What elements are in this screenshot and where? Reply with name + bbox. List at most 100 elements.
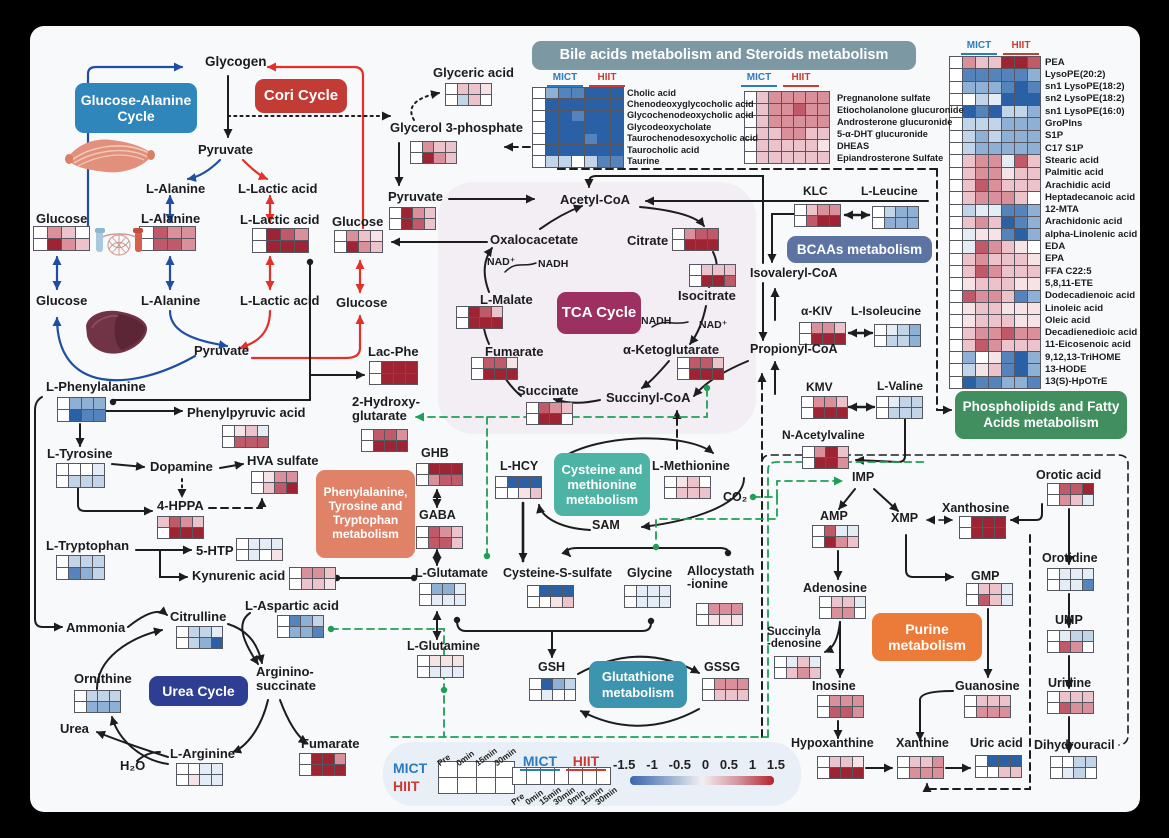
heatmap-cell — [690, 276, 702, 287]
heatmap-cell — [1015, 266, 1028, 279]
heatmap-cell — [988, 707, 1000, 718]
label-allocystathionine: Allocystath -ionine — [687, 564, 755, 592]
heatmap-cell — [1028, 204, 1041, 217]
heatmap-cell — [818, 757, 830, 768]
heatmap-cell — [429, 656, 441, 667]
label-l-isoleucine: L-Isoleucine — [851, 304, 922, 318]
label-l-leucine: L-Leucine — [861, 184, 918, 198]
heatmap-cell — [826, 447, 838, 458]
heatmap-cell — [457, 84, 469, 95]
heatmap-cell — [530, 477, 542, 488]
heatmap-cell — [1015, 216, 1028, 230]
heatmap-cell — [585, 99, 598, 111]
heatmap-cell — [452, 667, 464, 678]
heatmap-cell — [1071, 642, 1083, 653]
label-gaba: GABA — [419, 508, 456, 522]
heatmap-gmp — [966, 583, 1013, 606]
heatmap-cell — [1015, 143, 1028, 156]
heatmap-cell — [559, 144, 572, 157]
panel-row-label-phospholipids-fatty-acids: Linoleic acid — [1045, 302, 1104, 314]
heatmap-cell — [611, 88, 624, 100]
heatmap-cell — [843, 597, 855, 608]
heatmap-cell — [726, 690, 738, 701]
legend-cell — [477, 778, 496, 794]
heatmap-cell — [177, 764, 189, 775]
heatmap-cell — [1048, 703, 1060, 714]
heatmap-cell — [818, 92, 831, 104]
heatmap-cell — [852, 768, 864, 779]
heatmap-cell — [1048, 484, 1060, 495]
heatmap-cell — [1015, 302, 1028, 316]
heatmap-cell — [847, 537, 859, 548]
heatmap-cell — [1015, 69, 1028, 82]
heatmap-citrate — [672, 228, 719, 251]
heatmap-cell — [659, 586, 671, 597]
panel-row-label-phospholipids-fatty-acids: Stearic acid — [1045, 154, 1099, 166]
heatmap-cell — [793, 140, 806, 152]
heatmap-cell — [428, 475, 440, 486]
heatmap-cell — [428, 538, 440, 549]
heatmap-cell — [182, 239, 196, 251]
heatmap-cell — [1002, 155, 1015, 168]
heatmap-cell — [431, 595, 443, 606]
heatmap-cell — [1002, 167, 1015, 180]
heatmap-cell — [793, 104, 806, 116]
heatmap-cell — [976, 266, 989, 279]
heatmap-cell — [546, 110, 559, 123]
heatmap-5-htp — [236, 538, 283, 561]
heatmap-cell — [75, 691, 87, 702]
heatmap-cell — [896, 207, 908, 218]
panel-row-label-phospholipids-fatty-acids: 12-MTA — [1045, 204, 1079, 216]
heatmap-cell — [873, 207, 885, 218]
heatmap-cell — [820, 597, 832, 608]
heatmap-cell — [1010, 756, 1022, 767]
heatmap-cell — [988, 696, 1000, 707]
heatmap-cell — [539, 597, 551, 608]
heatmap-cell — [811, 334, 823, 345]
heatmap-cell — [177, 638, 189, 649]
legend-cell — [477, 762, 496, 778]
heatmap-cell — [300, 754, 312, 765]
heatmap-cell — [800, 323, 812, 334]
heatmap-cell — [611, 144, 624, 157]
label-l-valine: L-Valine — [877, 379, 924, 393]
pathway-box-tca-cycle: TCA Cycle — [557, 292, 641, 334]
heatmap-cell — [75, 702, 87, 713]
legend-cell — [439, 778, 458, 794]
heatmap-cell — [965, 707, 977, 718]
heatmap-cell — [93, 556, 105, 568]
heatmap-phenylpyruvic-acid — [222, 425, 269, 448]
label-glucose-1: Glucose — [36, 211, 88, 226]
heatmap-cell — [731, 615, 743, 626]
heatmap-cell — [950, 339, 963, 353]
heatmap-cell — [234, 437, 246, 448]
heatmap-cell — [417, 475, 429, 486]
heatmap-cell — [411, 142, 423, 153]
heatmap-cell — [181, 517, 193, 528]
heatmap-cell — [362, 430, 374, 441]
heatmap-cell — [818, 104, 831, 116]
heatmap-cell — [428, 464, 440, 475]
heatmap-cell — [989, 69, 1002, 82]
label-dopamine: Dopamine — [150, 459, 213, 474]
scale-tick: 0 — [701, 757, 710, 772]
heatmap-cell — [200, 775, 212, 786]
heatmap-cell — [950, 204, 963, 217]
label-h2o: H₂O — [120, 758, 146, 773]
heatmap-cell — [963, 118, 976, 131]
heatmap-cell — [818, 116, 831, 128]
heatmap-cell — [806, 216, 818, 227]
heatmap-cell — [786, 657, 798, 668]
heatmap-gaba — [416, 526, 463, 549]
heatmap-cell — [598, 133, 611, 145]
label-succinyl-coa: Succinyl-CoA — [606, 390, 691, 405]
heatmap-cell — [57, 568, 69, 580]
heatmap-cell — [636, 597, 648, 608]
heatmap-cell — [553, 679, 565, 690]
heatmap-cell — [829, 216, 841, 227]
heatmap-cell — [989, 93, 1002, 107]
heatmap-cell — [538, 403, 550, 414]
panel-row-label-phospholipids-fatty-acids: C17 S1P — [1045, 142, 1084, 154]
heatmap-l-glutamine — [417, 655, 464, 678]
heatmap-cell — [1010, 767, 1022, 778]
